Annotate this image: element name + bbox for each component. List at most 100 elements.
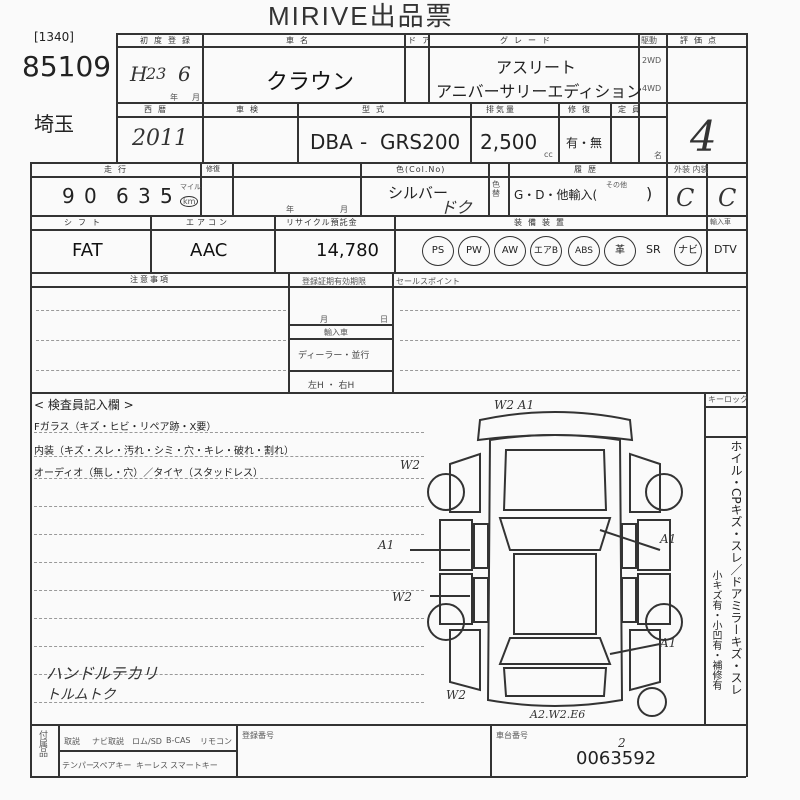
grade-line1: アスリート bbox=[496, 58, 577, 77]
attachment-spare-key: スペアキー bbox=[92, 761, 132, 770]
shift-value: FAT bbox=[72, 240, 103, 261]
ext-grade: C bbox=[676, 184, 695, 212]
int-grade: C bbox=[718, 184, 737, 212]
header-history: 履歴 bbox=[574, 165, 602, 174]
header-first-reg: 初度登録 bbox=[140, 36, 196, 45]
wheel-icon bbox=[645, 603, 683, 641]
chassis-prefix: 2 bbox=[618, 736, 626, 750]
wheel-icon bbox=[427, 473, 465, 511]
equipment-pw: PW bbox=[458, 236, 490, 266]
grid-line bbox=[30, 776, 746, 778]
recycle-value: 14,780 bbox=[316, 240, 379, 261]
grid-line bbox=[30, 215, 746, 217]
drive-2wd: 2WD bbox=[642, 56, 662, 65]
header-door: ドア bbox=[408, 36, 436, 45]
reg-year: 23 bbox=[146, 64, 167, 83]
spare-wheel-icon bbox=[637, 687, 667, 717]
reg-era: H bbox=[130, 62, 148, 86]
mileage-unit-km: km bbox=[180, 196, 199, 207]
dashed-line bbox=[34, 506, 424, 507]
grid-line bbox=[30, 176, 746, 178]
dashed-line bbox=[36, 340, 286, 341]
grid-line bbox=[30, 724, 746, 726]
dashed-line bbox=[36, 310, 286, 311]
keylock-side-text: ホイル・CPキズ・スレ／ドアミラーキズ・スレ bbox=[729, 440, 743, 696]
grid-line bbox=[116, 102, 746, 104]
prefecture: 埼玉 bbox=[34, 112, 74, 136]
notes-line-1: Fガラス（キズ・ヒビ・リペア跡・X要） bbox=[34, 422, 217, 433]
header-sales-points: セールスポイント bbox=[396, 277, 460, 286]
grid-line bbox=[488, 162, 490, 216]
color-change-label: 色替 bbox=[492, 180, 500, 198]
grid-line bbox=[746, 33, 748, 777]
import-handle-option: 左H ・ 右H bbox=[308, 381, 355, 391]
header-import-2: 輸入車 bbox=[324, 328, 348, 337]
import-dealer-option: ディーラー・並行 bbox=[298, 351, 370, 361]
header-registration-deadline: 登録証期有効期限 bbox=[302, 277, 366, 286]
header-color: 色(Col.No) bbox=[396, 165, 446, 174]
equipment-navi: ナビ bbox=[674, 236, 702, 266]
dashed-line bbox=[34, 702, 424, 703]
damage-mark: A1 bbox=[660, 532, 677, 546]
displacement: 2,500 bbox=[480, 130, 538, 154]
grid-line bbox=[704, 436, 746, 438]
grid-line bbox=[470, 102, 472, 163]
mileage-unit-mile: マイル bbox=[180, 183, 201, 191]
dashed-line bbox=[34, 456, 424, 457]
damage-mark: W2 bbox=[392, 590, 412, 604]
notes-line-2: 内装（キズ・スレ・汚れ・シミ・穴・キレ・破れ・割れ） bbox=[34, 446, 294, 457]
header-inspector-notes: < 検査員記入欄 > bbox=[34, 398, 134, 412]
grid-line bbox=[116, 33, 746, 35]
header-car-name: 車名 bbox=[286, 36, 314, 45]
dashed-line bbox=[34, 674, 424, 675]
header-keylock: キーロック bbox=[708, 395, 748, 404]
grid-line bbox=[297, 102, 299, 163]
attachment-smart-key: スマートキー bbox=[170, 761, 218, 770]
grid-line bbox=[704, 392, 706, 725]
grade-line2: アニバーサリーエディション bbox=[436, 82, 643, 101]
damage-mark: W2 bbox=[400, 458, 420, 472]
header-drive: 駆動 bbox=[641, 36, 657, 45]
grid-line bbox=[30, 286, 746, 288]
attachment-bcas: B-CAS bbox=[166, 736, 191, 745]
dashed-line bbox=[36, 370, 286, 371]
lot-number: 85109 bbox=[22, 50, 112, 83]
notes-line-3: オーディオ（無し・穴）／タイヤ（スタッドレス） bbox=[34, 468, 263, 479]
dashed-line bbox=[34, 432, 424, 433]
header-ext-int: 外装 内装 bbox=[674, 165, 709, 174]
chassis-number: 0063592 bbox=[576, 748, 657, 769]
header-inspection: 車検 bbox=[236, 105, 264, 114]
color-hand: ドク bbox=[440, 198, 473, 217]
mileage-digit: 5 bbox=[160, 184, 173, 208]
reg-month-unit: 月 bbox=[192, 93, 200, 102]
hood-icon bbox=[502, 449, 608, 511]
dashed-line bbox=[34, 478, 424, 479]
deadline-month-label: 月 bbox=[320, 315, 328, 324]
grid-line bbox=[116, 33, 118, 163]
grid-line bbox=[706, 162, 708, 216]
grid-line bbox=[116, 116, 666, 118]
attachment-temper: テンパー bbox=[62, 761, 94, 770]
dashed-line bbox=[400, 310, 740, 311]
attachment-keyless: キーレス bbox=[136, 761, 168, 770]
header-model: 型式 bbox=[362, 105, 390, 114]
header-displacement: 排気量 bbox=[486, 105, 516, 114]
grid-line bbox=[392, 272, 394, 393]
reg-month: 6 bbox=[178, 62, 191, 86]
drive-4wd: 4WD bbox=[642, 84, 662, 93]
mileage-digit: 9 bbox=[62, 184, 75, 208]
year-ad: 2011 bbox=[132, 126, 188, 151]
grid-line bbox=[150, 215, 152, 273]
deadline-day-label: 日 bbox=[380, 315, 388, 324]
history-option: G・D・他輸入( bbox=[514, 188, 598, 202]
equipment-dtv: DTV bbox=[714, 243, 737, 256]
damage-mark: A1 bbox=[378, 538, 395, 552]
equipment-abs: ABS bbox=[568, 236, 600, 266]
car-name: クラウン bbox=[266, 70, 355, 95]
reg-month-label: 月 bbox=[340, 205, 348, 214]
grid-line bbox=[706, 215, 708, 273]
model-dash: - bbox=[360, 130, 368, 154]
mileage-digit: 6 bbox=[116, 184, 129, 208]
grid-line bbox=[610, 102, 612, 163]
grid-line bbox=[274, 215, 276, 273]
